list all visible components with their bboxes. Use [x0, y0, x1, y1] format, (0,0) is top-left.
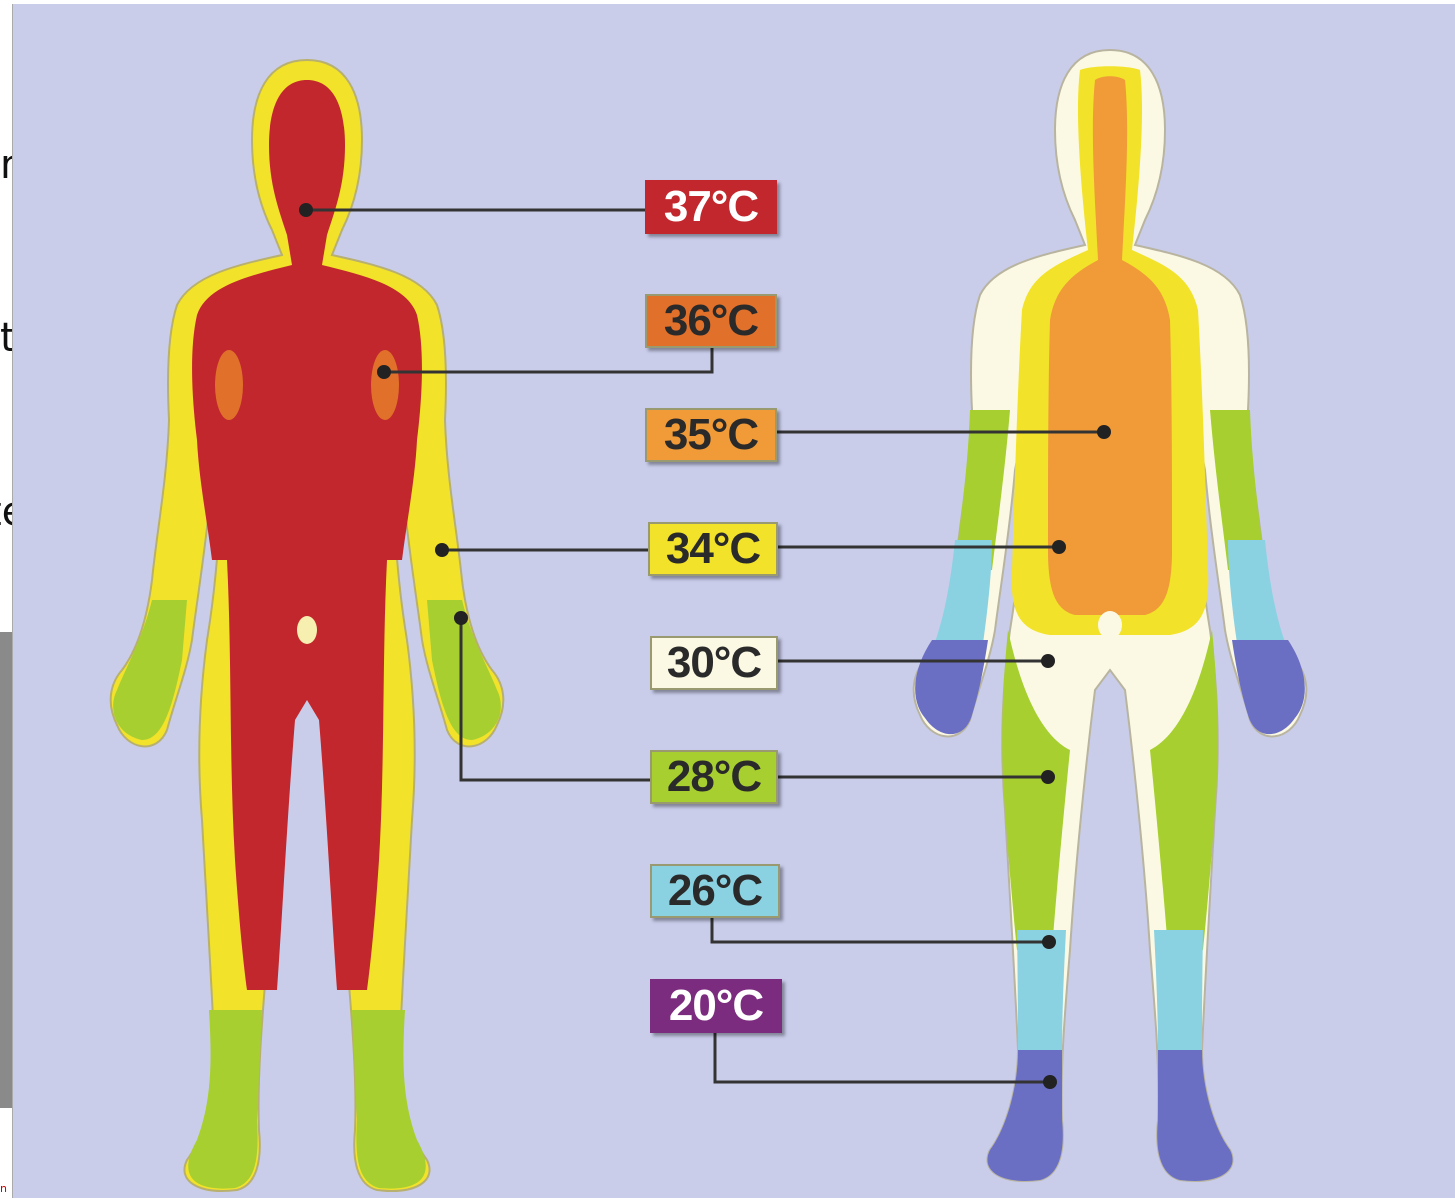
temp-label-20: 20°C — [650, 979, 782, 1033]
temp-label-30: 30°C — [650, 636, 778, 690]
temp-label-26: 26°C — [650, 864, 780, 918]
temp-label-37: 37°C — [645, 180, 777, 234]
figure-cold-environment — [914, 50, 1307, 1181]
temp-label-34: 34°C — [648, 522, 778, 576]
temp-label-35: 35°C — [645, 408, 777, 462]
figure-warm-environment — [111, 60, 504, 1191]
temp-label-36: 36°C — [645, 294, 777, 348]
temp-label-28: 28°C — [650, 750, 778, 804]
